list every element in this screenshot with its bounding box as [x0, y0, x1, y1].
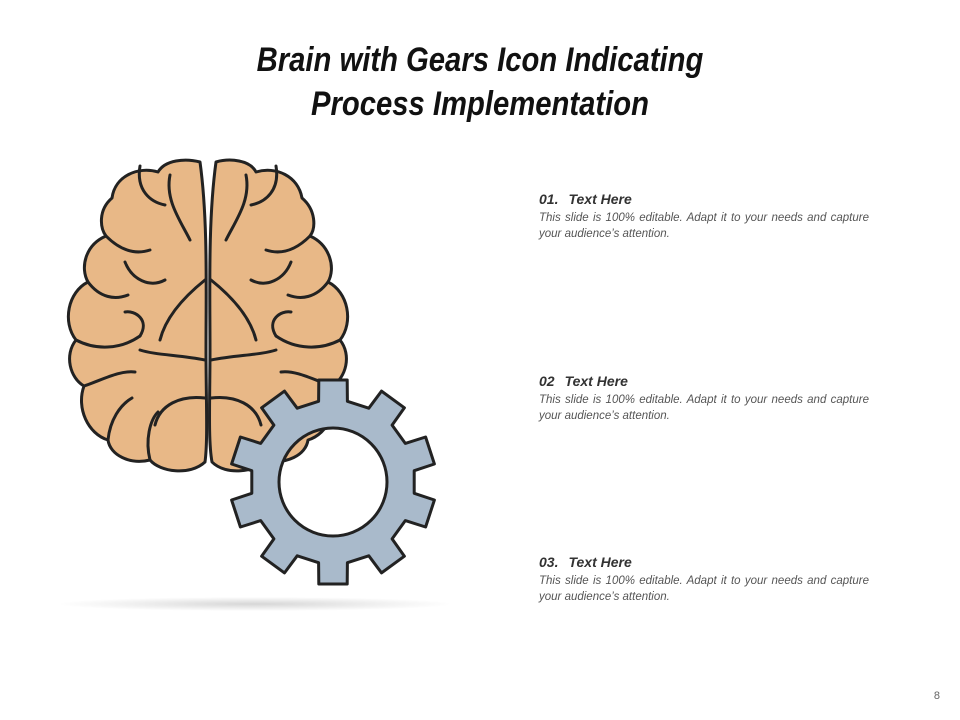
brain-gear-illustration: [66, 158, 436, 586]
list-item-2: 02 Text Here This slide is 100% editable.…: [539, 372, 869, 424]
page-number: 8: [933, 690, 940, 702]
item-number: 03.: [539, 554, 559, 570]
item-title: Text Here: [568, 554, 632, 570]
item-title: Text Here: [564, 373, 628, 389]
gear-icon: [230, 378, 436, 586]
title-line-1: Brain with Gears Icon Indicating: [256, 41, 704, 79]
item-heading: 03. Text Here: [539, 553, 869, 571]
list-item-1: 01. Text Here This slide is 100% editable…: [539, 190, 869, 242]
title-line-2: Process Implementation: [310, 85, 649, 123]
item-heading: 02 Text Here: [539, 372, 869, 390]
brain-icon: [66, 158, 350, 473]
item-heading: 01. Text Here: [539, 190, 869, 208]
gear-outline: [230, 378, 436, 586]
item-number: 01.: [539, 191, 559, 207]
list-item-3: 03. Text Here This slide is 100% editable…: [539, 553, 869, 605]
slide-title: Brain with Gears Icon Indicating Process…: [67, 38, 893, 126]
item-number: 02: [539, 373, 555, 389]
item-body: This slide is 100% editable. Adapt it to…: [539, 394, 869, 422]
item-body: This slide is 100% editable. Adapt it to…: [539, 575, 869, 603]
item-title: Text Here: [568, 191, 632, 207]
ground-shadow: [60, 597, 450, 611]
item-body: This slide is 100% editable. Adapt it to…: [539, 212, 869, 240]
